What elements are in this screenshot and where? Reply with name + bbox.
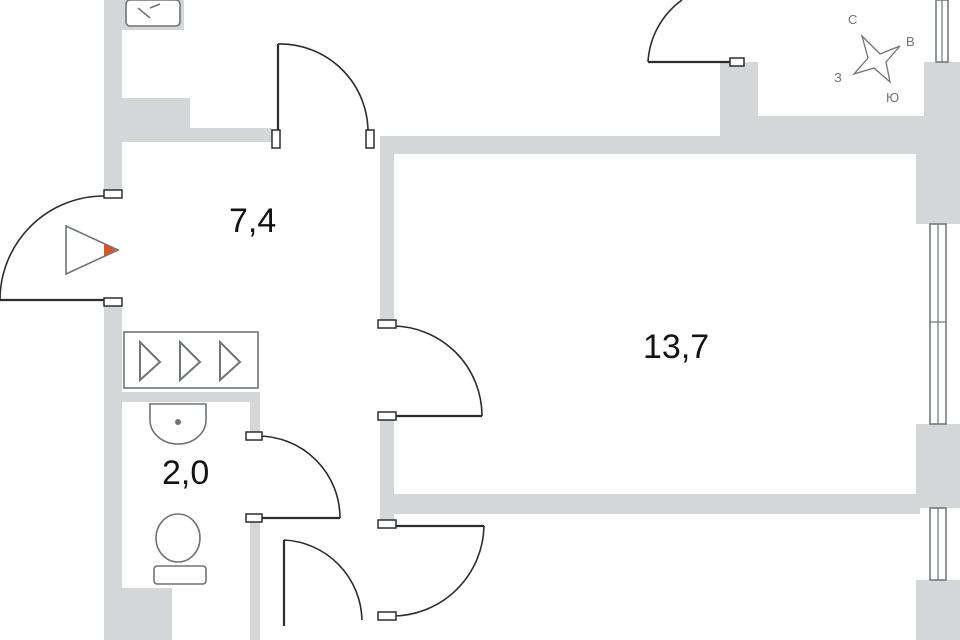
compass-star-icon bbox=[852, 33, 901, 84]
wall-niche-low bbox=[122, 128, 272, 142]
compass-west: З bbox=[834, 70, 842, 85]
wall-balcony-floor bbox=[720, 116, 960, 154]
wall-room-left bbox=[380, 136, 394, 326]
wall-left-bottom bbox=[104, 306, 122, 640]
wall-bottom-left-b bbox=[122, 588, 172, 608]
balcony-door-swing bbox=[647, 0, 683, 63]
wall-bath-right bbox=[250, 392, 260, 436]
wall-bath-top bbox=[122, 392, 260, 402]
wall-room-left-b bbox=[380, 414, 394, 520]
compass-east: В bbox=[906, 34, 915, 49]
lower-left-door-swing bbox=[283, 539, 363, 621]
compass-north: С bbox=[848, 12, 857, 27]
area-label-hall: 7,4 bbox=[229, 202, 276, 240]
doors bbox=[0, 0, 745, 626]
wall-room-top bbox=[380, 136, 724, 154]
wall-room-bottom bbox=[380, 494, 920, 514]
walls bbox=[104, 0, 960, 640]
wall-bath-right-low bbox=[250, 520, 260, 640]
kitchen-door-swing bbox=[277, 43, 369, 135]
fixtures bbox=[123, 0, 259, 585]
hanger-icon bbox=[139, 339, 242, 383]
wall-left-top bbox=[104, 0, 122, 196]
windows bbox=[929, 0, 949, 581]
wall-right-mid bbox=[916, 424, 960, 508]
washbasin bbox=[149, 403, 207, 445]
wall-right-low bbox=[916, 580, 960, 640]
entrance-marker bbox=[65, 224, 120, 276]
toilet bbox=[153, 513, 207, 585]
bath-door-swing bbox=[257, 435, 341, 519]
entrance-door-swing bbox=[0, 195, 105, 301]
lower-door-swing bbox=[391, 525, 485, 617]
area-label-bathroom: 2,0 bbox=[162, 454, 209, 492]
wardrobe bbox=[123, 331, 259, 389]
kitchen-sink bbox=[125, 0, 181, 27]
room-door-swing bbox=[391, 325, 483, 417]
area-label-room: 13,7 bbox=[643, 328, 709, 366]
wall-right bbox=[916, 154, 960, 224]
compass: С В Ю З bbox=[834, 12, 915, 105]
wall-balcony-right bbox=[924, 62, 960, 154]
compass-south: Ю bbox=[886, 90, 899, 105]
